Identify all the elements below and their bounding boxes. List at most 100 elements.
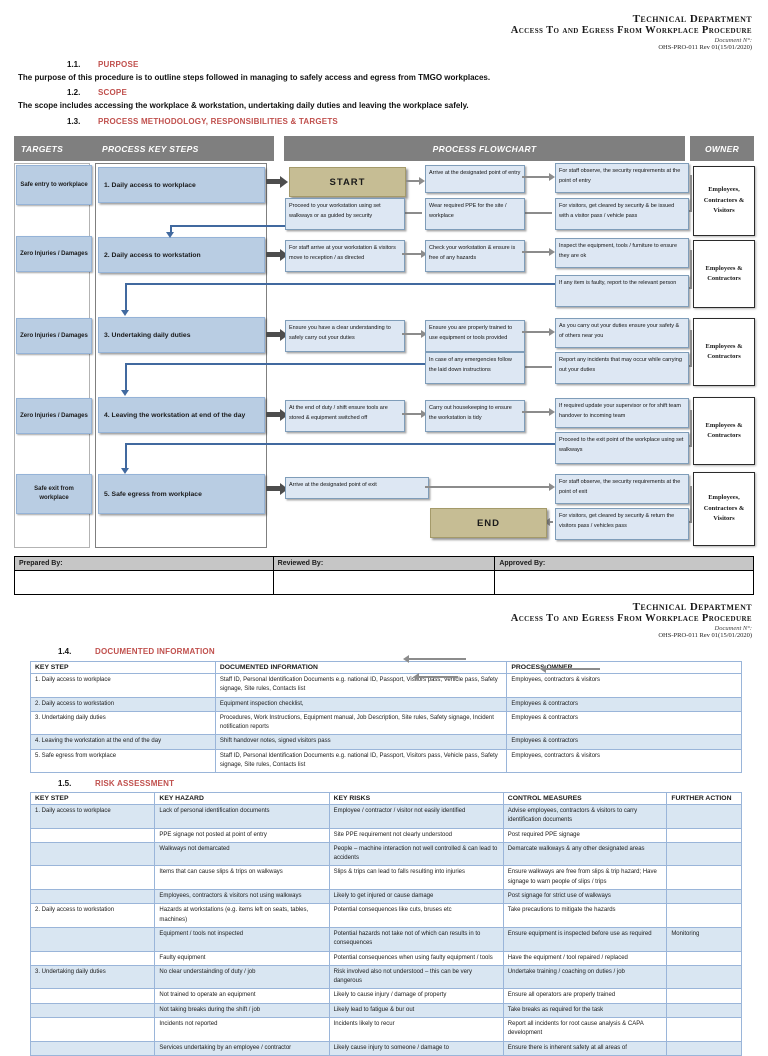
doc-row-3: 3. Undertaking daily duties Procedures, … (30, 710, 742, 736)
flowchart-column-header: PROCESS FLOWCHART (284, 136, 685, 161)
step-2: 2. Daily access to workstation (98, 237, 265, 273)
cell-hazard: Hazards at workstations (e.g. items left… (154, 903, 330, 928)
risk-row-12: Incidents not reported Incidents likely … (29, 1017, 742, 1042)
signoff-table: Prepared By: Reviewed By: Approved By: (14, 556, 754, 595)
cell-action (666, 950, 742, 966)
cell-info: Staff ID, Personal Identification Docume… (214, 673, 508, 698)
cell-control: Undertake training / coaching on duties … (502, 964, 668, 990)
cell-action (666, 841, 742, 867)
purpose-number: 1.1. (67, 60, 81, 69)
flow-housekeeping: Carry out housekeeping to ensure the wor… (425, 400, 525, 432)
flow-faulty-report: If any item is faulty, report to the rel… (555, 275, 689, 307)
risk-row-2: PPE signage not posted at point of entry… (29, 827, 742, 843)
arrow-visitors-ppe (519, 209, 552, 216)
connector-step4-5-v (125, 443, 127, 469)
target-zero-injuries-1: Zero Injuries / Damages (16, 236, 92, 272)
elbow-inspect-faulty (690, 250, 692, 288)
cell-key-step: 2. Daily access to workstation (30, 696, 216, 712)
cell-hazard: Employees, contractors & visitors not us… (154, 889, 330, 905)
approved-by-label: Approved By: (494, 556, 754, 571)
cell-control: Take breaks as required for the task (502, 1002, 668, 1019)
cell-owner: Employees & contractors (506, 696, 742, 712)
arrow-arrive-check (402, 250, 427, 257)
elbow-handover-exit (690, 410, 692, 446)
cell-key-step (29, 865, 156, 891)
cell-owner: Employees, contractors & visitors (506, 748, 742, 774)
process-heading: PROCESS METHODOLOGY, RESPONSIBILITIES & … (98, 117, 338, 126)
cell-control: Report all incidents for root cause anal… (502, 1017, 668, 1042)
cell-action (666, 865, 742, 891)
connector-step2-3-h (126, 283, 556, 285)
flow-staff-observe-exit: For staff observe, the security requirem… (555, 474, 689, 504)
cell-hazard: Faulty equipment (154, 950, 330, 966)
flow-check-workstation: Check your workstation & ensure is free … (425, 240, 525, 272)
risk-row-9: 3. Undertaking daily duties No clear und… (29, 964, 742, 990)
cell-info: Shift handover notes, signed visitors pa… (214, 734, 508, 750)
risk-row-10: Not trained to operate an equipment Like… (29, 988, 742, 1004)
flow-properly-trained: Ensure you are properly trained to use e… (425, 320, 525, 352)
doc-table-header-row: KEY STEP DOCUMENTED INFORMATION PROCESS … (30, 661, 742, 674)
connector-step2-3-arrow (121, 310, 129, 316)
flow-clear-understanding: Ensure you have a clear understanding to… (285, 320, 405, 352)
step4-flow-arrow (266, 408, 288, 421)
cell-key-step (29, 1002, 156, 1019)
cell-risk: Employee / contractor / visitor not easi… (328, 804, 504, 829)
cell-control: Ensure there is inherent safety at all a… (502, 1040, 668, 1056)
step-3: 3. Undertaking daily duties (98, 317, 265, 353)
scope-number: 1.2. (67, 88, 81, 97)
cell-control: Take precautions to mitigate the hazards (502, 903, 668, 928)
flow-emergencies: In case of any emergencies follow the la… (425, 352, 525, 384)
step-5: 5. Safe egress from workplace (98, 474, 265, 514)
cell-key-step (29, 841, 156, 867)
owner-row2: Employees & Contractors (693, 240, 755, 308)
cell-action (666, 889, 742, 905)
cell-risk: Likely cause injury to someone / damage … (328, 1040, 504, 1056)
cell-action (666, 988, 742, 1004)
step-1: 1. Daily access to workplace (98, 167, 265, 203)
signoff-empty-row (14, 570, 754, 595)
flow-staff-arrive-workstation: For staff arrive at your workstation & v… (285, 240, 405, 272)
risk-row-5: Employees, contractors & visitors not us… (29, 889, 742, 905)
cell-hazard: Walkways not demarcated (154, 841, 330, 867)
key-steps-column-header: PROCESS KEY STEPS (95, 136, 274, 161)
arrow-duty-housekeeping (402, 410, 427, 417)
owner-row1: Employees, Contractors & Visitors (693, 166, 755, 236)
page2-header: Technical Department Access To and Egres… (511, 601, 752, 639)
cell-hazard: Equipment / tools not inspected (154, 926, 330, 952)
cell-key-step (29, 988, 156, 1004)
step1-flow-arrow (266, 175, 288, 188)
cell-hazard: Items that can cause slips & trips on wa… (154, 865, 330, 891)
connector-step4-5-arrow (121, 468, 129, 474)
risk-col-hazard: KEY HAZARD (154, 792, 330, 805)
risk-row-1: 1. Daily access to workplace Lack of per… (29, 804, 742, 829)
flow-return-pass: For visitors, get cleared by security & … (555, 508, 689, 540)
target-safe-entry: Safe entry to workplace (16, 165, 92, 205)
arrow-understand-trained (402, 330, 427, 337)
risk-row-11: Not taking breaks during the shift / job… (29, 1002, 742, 1019)
start-node: START (289, 167, 406, 197)
cell-hazard: Services undertaking by an employee / co… (154, 1040, 330, 1056)
risk-col-controls: CONTROL MEASURES (502, 792, 668, 805)
risk-assessment-table: KEY STEP KEY HAZARD KEY RISKS CONTROL ME… (29, 792, 742, 1056)
cell-hazard: PPE signage not posted at point of entry (154, 827, 330, 843)
step5-flow-arrow (266, 482, 288, 495)
flow-ensure-safety: As you carry out your duties ensure your… (555, 318, 689, 348)
prepared-by-label: Prepared By: (14, 556, 274, 571)
risk-row-8: Faulty equipment Potential consequences … (29, 950, 742, 966)
process-matrix: TARGETS PROCESS KEY STEPS PROCESS FLOWCH… (14, 136, 755, 552)
arrow-start-arrive (406, 177, 425, 184)
cell-key-step (29, 926, 156, 952)
cell-action (666, 827, 742, 843)
risk-col-key-step: KEY STEP (29, 792, 156, 805)
cell-key-step: 2. Daily access to workstation (29, 903, 156, 928)
document-page: { "header": { "department": "Technical D… (14, 13, 755, 1056)
cell-risk: Incidents likely to recur (328, 1017, 504, 1042)
arrow-arrive-observe (522, 173, 555, 180)
flow-report-incidents: Report any incidents that may occur whil… (555, 352, 689, 384)
end-node: END (430, 508, 547, 538)
flow-inspect-equipment: Inspect the equipment, tools / furniture… (555, 238, 689, 268)
cell-action (666, 903, 742, 928)
process-number: 1.3. (67, 117, 81, 126)
step3-flow-arrow (266, 328, 288, 341)
target-zero-injuries-3: Zero Injuries / Damages (16, 398, 92, 434)
